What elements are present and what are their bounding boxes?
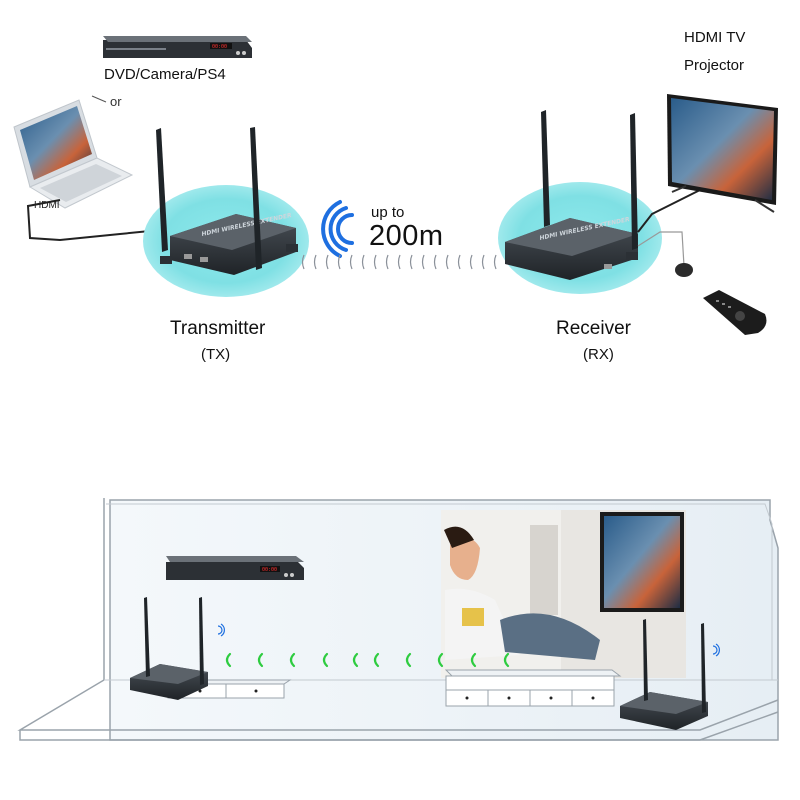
hdmi-cable-out [637,179,721,233]
svg-text:00:00: 00:00 [262,567,277,573]
range-value: 200m [369,220,444,252]
range-signal-icon [321,200,354,258]
display-label-projector: Projector [684,57,745,74]
range-prefix: up to [371,204,405,221]
svg-text:00:00: 00:00 [212,44,227,50]
remote-control [703,290,767,335]
living-room-photo [441,510,686,678]
ir-receiver [675,263,693,277]
transmitter-device: HDMI WIRELESS EXTENDER [156,127,298,275]
signal-icon-tx [217,623,225,637]
cabinet-right [444,669,622,707]
hdmi-cable-in [26,199,161,242]
transmitter-short-label: (TX) [201,346,231,363]
receiver-label: Receiver [556,318,631,339]
signal-icon-rx [712,643,720,657]
laptop [13,99,134,209]
hdmi-cable-label: HDMI [34,200,60,211]
dvd-player-bottom: 00:00 [166,556,304,580]
ir-cable [637,231,685,267]
receiver-short-label: (RX) [583,346,614,363]
transmitter-device-bottom [130,597,208,700]
display-label-tv: HDMI TV [684,29,746,46]
tv-top [667,94,778,213]
receiver-device-bottom [620,619,708,730]
transmitter-label: Transmitter [170,318,266,339]
dvd-player-top: 00:00 [103,36,252,58]
or-label: or [110,94,122,109]
wireless-wave-dots [301,254,497,270]
green-wireless-waves [225,652,510,668]
source-devices-label: DVD/Camera/PS4 [104,66,226,83]
